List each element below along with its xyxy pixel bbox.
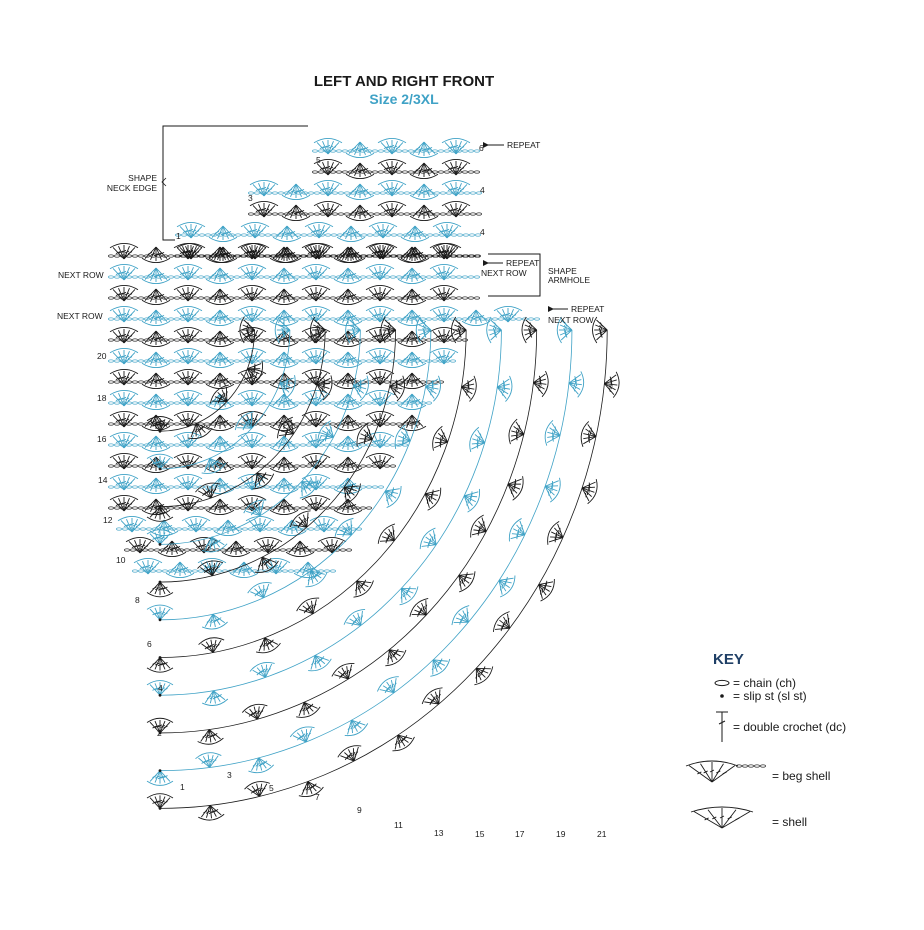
bottom-row-number: 7 xyxy=(315,792,320,802)
shell-icon xyxy=(690,806,754,829)
repeat-label-middle: REPEAT xyxy=(506,258,539,268)
bottom-row-number: 1 xyxy=(180,782,185,792)
corner-arc-rows xyxy=(146,316,620,821)
neck-edge-bracket: SHAPE NECK EDGE xyxy=(107,125,308,241)
armhole-bracket: SHAPE ARMHOLE xyxy=(488,253,590,297)
key-heading: KEY xyxy=(713,651,744,668)
bottom-row-number: 5 xyxy=(269,783,274,793)
neck-row-number: 4 xyxy=(480,227,485,237)
key-label-shell: = shell xyxy=(772,815,807,829)
bottom-row-number: 17 xyxy=(515,829,525,839)
bottom-row-number: 15 xyxy=(475,829,485,839)
key-label-double-crochet: = double crochet (dc) xyxy=(733,720,846,734)
repeat-annotation-middle: REPEAT NEXT ROW xyxy=(481,258,539,278)
left-row-number: 6 xyxy=(147,639,152,649)
left-row-number: 2 xyxy=(157,728,162,738)
neck-row-number: 5 xyxy=(316,155,321,165)
left-row-numbers: 20 18 16 14 12 10 8 6 4 2 xyxy=(97,351,163,738)
left-row-number: 8 xyxy=(135,595,140,605)
bottom-row-number: 19 xyxy=(556,829,566,839)
rectangular-rows xyxy=(108,137,540,579)
next-row-label-left-1: NEXT ROW xyxy=(58,270,104,280)
shape-armhole-label-1: SHAPE xyxy=(548,266,577,276)
shape-armhole-label-2: ARMHOLE xyxy=(548,275,590,285)
chart-title: LEFT AND RIGHT FRONT xyxy=(314,73,494,90)
key-label-beg-shell: = beg shell xyxy=(772,769,830,783)
repeat-label-top: REPEAT xyxy=(507,140,540,150)
chart-subtitle: Size 2/3XL xyxy=(369,91,439,107)
left-row-number: 12 xyxy=(103,515,113,525)
repeat-annotation-lower: REPEAT NEXT ROW xyxy=(548,304,604,325)
double-crochet-icon xyxy=(716,711,728,742)
left-row-number: 4 xyxy=(158,683,163,693)
neck-row-number: 4 xyxy=(480,185,485,195)
next-row-label-left-2: NEXT ROW xyxy=(57,311,103,321)
bottom-row-number: 3 xyxy=(227,770,232,780)
bottom-row-number: 9 xyxy=(357,805,362,815)
repeat-annotation-top: REPEAT xyxy=(483,140,540,150)
left-row-number: 16 xyxy=(97,434,107,444)
shape-neck-label-1: SHAPE xyxy=(128,173,157,183)
beg-shell-icon xyxy=(685,760,766,783)
neck-row-numbers: 6 5 4 3 4 1 xyxy=(176,143,485,241)
bottom-row-number: 11 xyxy=(394,820,403,830)
bottom-row-number: 13 xyxy=(434,828,444,838)
neck-row-number: 6 xyxy=(479,143,484,153)
slip-stitch-icon xyxy=(720,694,724,698)
chain-icon xyxy=(714,679,730,687)
bottom-row-numbers: 1 3 5 7 9 11 13 15 17 19 21 xyxy=(180,770,607,839)
shape-neck-label-2: NECK EDGE xyxy=(107,183,157,193)
bottom-row-number: 21 xyxy=(597,829,607,839)
left-row-number: 14 xyxy=(98,475,108,485)
key-label-slip-stitch: = slip st (sl st) xyxy=(733,689,807,703)
left-row-number: 18 xyxy=(97,393,107,403)
next-row-label-middle: NEXT ROW xyxy=(481,268,527,278)
neck-row-number: 3 xyxy=(248,193,253,203)
next-row-label-lower: NEXT ROW xyxy=(548,315,594,325)
left-row-number: 10 xyxy=(116,555,126,565)
neck-row-number: 1 xyxy=(176,231,181,241)
repeat-label-lower: REPEAT xyxy=(571,304,604,314)
left-row-number: 20 xyxy=(97,351,107,361)
key-legend: KEY = chain (ch) = slip st (sl st) = dou… xyxy=(685,651,846,829)
key-label-chain: = chain (ch) xyxy=(733,676,796,690)
